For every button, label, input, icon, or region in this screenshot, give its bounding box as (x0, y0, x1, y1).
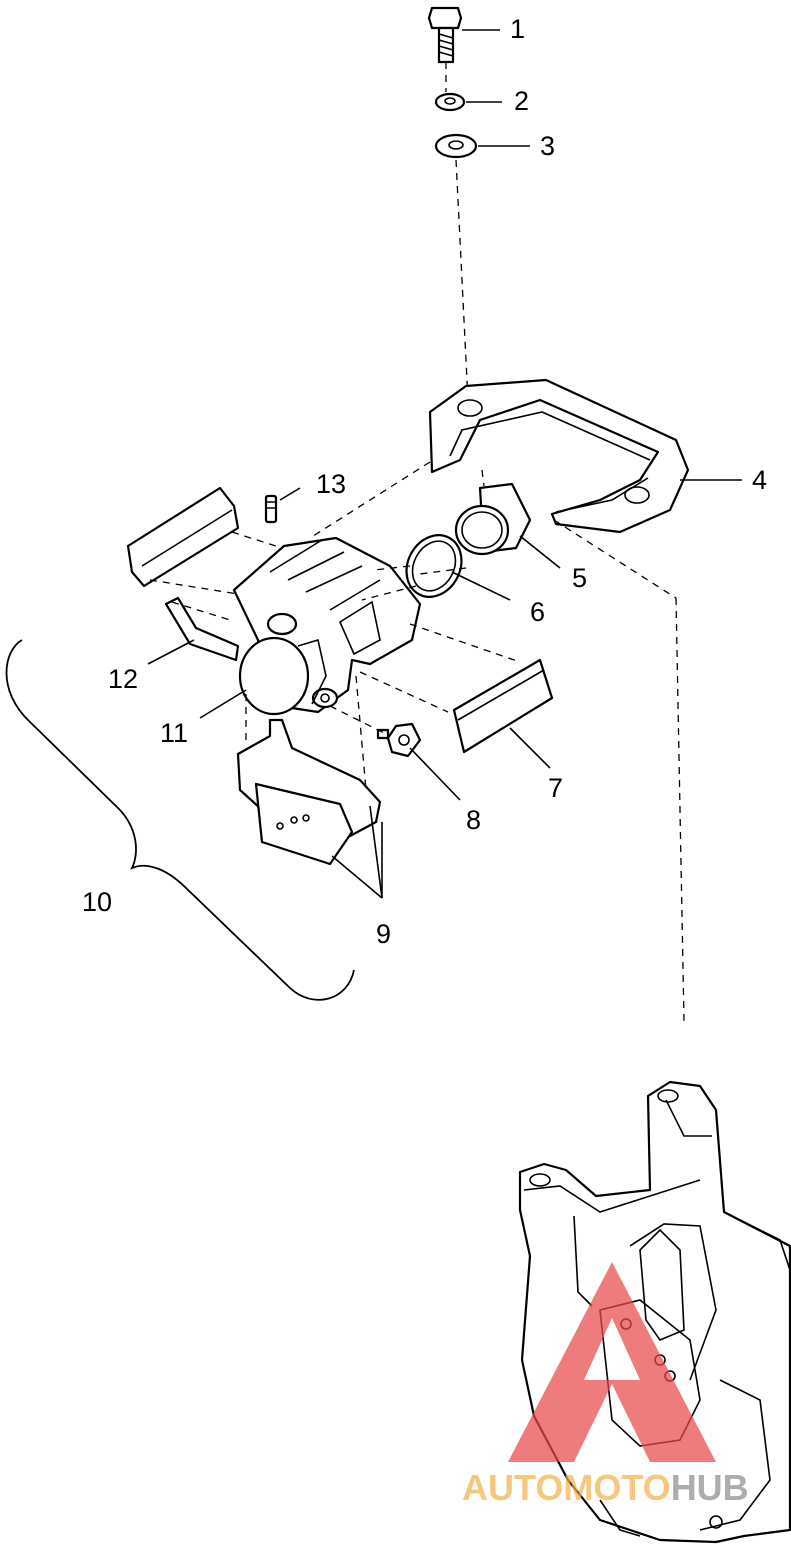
callout-11: 11 (160, 718, 188, 748)
callout-1: 1 (510, 14, 525, 44)
part-piston (454, 482, 532, 556)
callout-3: 3 (540, 131, 555, 161)
part-brake-pads (236, 718, 382, 866)
watermark-text-auto: AUTO (462, 1467, 563, 1508)
callout-5: 5 (572, 563, 587, 593)
callout-4: 4 (752, 465, 767, 495)
assembly-bracket-10 (5, 639, 355, 1001)
callout-9: 9 (376, 919, 391, 949)
part-nut (376, 722, 422, 758)
callout-13: 13 (316, 469, 346, 499)
part-lock-washer (434, 92, 466, 112)
part-upper-pad-shim (126, 486, 240, 588)
callout-leaders (147, 29, 742, 899)
callout-2: 2 (514, 86, 529, 116)
part-seal-ring (405, 534, 463, 598)
part-bleeder-screw (264, 494, 278, 524)
svg-text:AUTOMOTOHUB: AUTOMOTOHUB (462, 1467, 749, 1508)
watermark-text-moto: MOTO (563, 1467, 670, 1508)
callout-7: 7 (548, 773, 563, 803)
callout-8: 8 (466, 805, 481, 835)
watermark-triangle (508, 1262, 716, 1462)
part-lower-pad-shim (452, 658, 554, 754)
part-slide-pin (164, 596, 240, 662)
callout-10: 10 (82, 887, 112, 917)
part-mounting-bracket (428, 378, 690, 534)
part-flat-washer (434, 133, 478, 401)
part-bolt (427, 6, 463, 92)
watermark-text-hub: HUB (671, 1467, 749, 1508)
callout-12: 12 (108, 664, 138, 694)
callout-numbers: 1 2 3 4 5 6 7 8 9 10 11 12 13 (82, 14, 767, 949)
watermark-logo: AUTOMOTOHUB (462, 1262, 749, 1508)
part-caliper-housing (238, 636, 327, 716)
assembly-alignment-lines (149, 461, 685, 1023)
callout-6: 6 (530, 597, 545, 627)
